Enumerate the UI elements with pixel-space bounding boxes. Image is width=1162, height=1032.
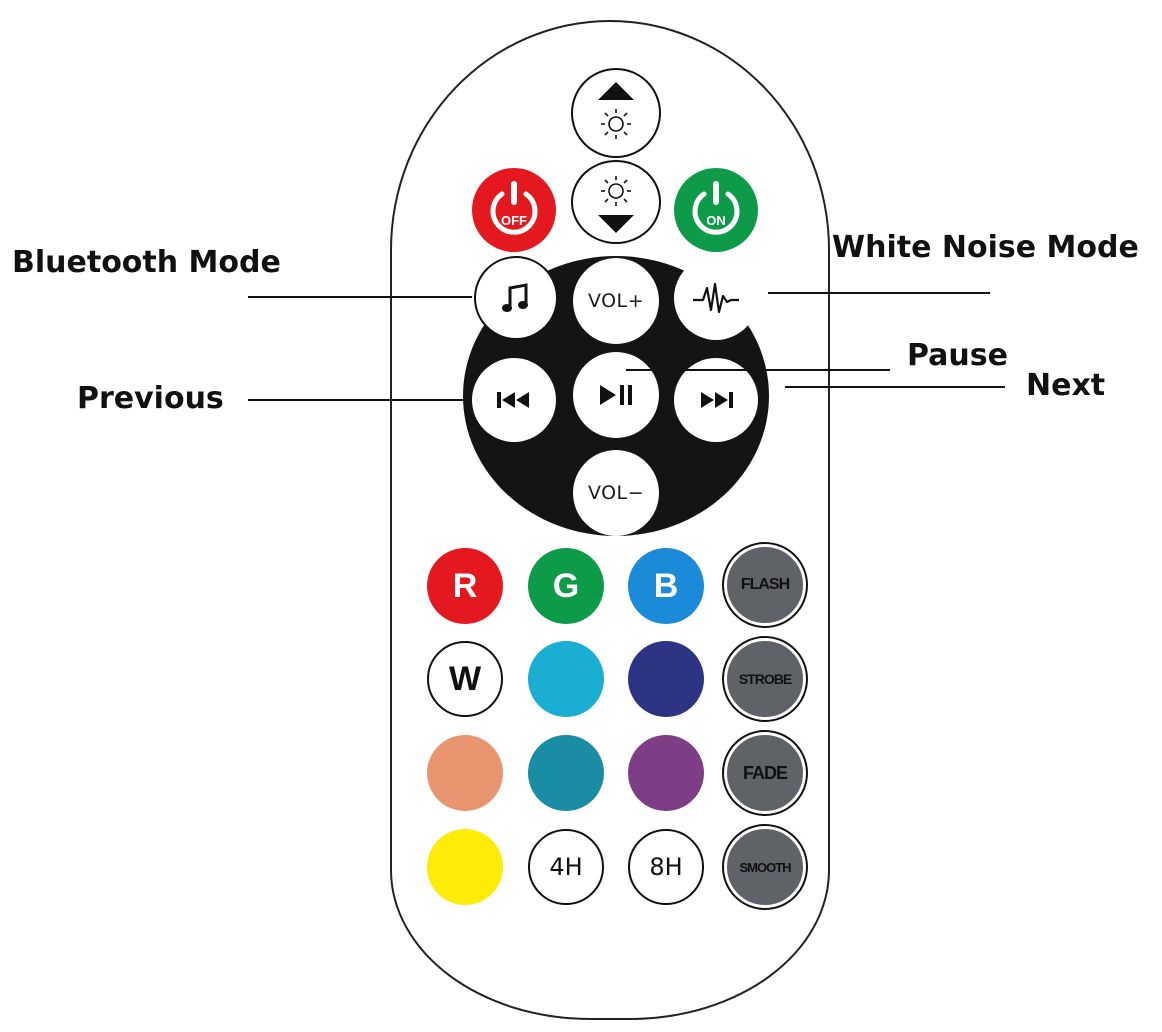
- white-noise-leader-line: [768, 292, 990, 294]
- flash-label: FLASH: [740, 576, 790, 593]
- volume-down-label: VOL−: [587, 482, 645, 504]
- blue-button[interactable]: B: [628, 548, 704, 624]
- power-off-button[interactable]: OFF: [472, 168, 556, 252]
- next-button[interactable]: [674, 358, 758, 442]
- white-noise-mode-callout: White Noise Mode: [832, 230, 1139, 265]
- strobe-label: STROBE: [738, 671, 792, 687]
- white-button[interactable]: W: [427, 641, 503, 717]
- volume-up-label: VOL+: [587, 290, 645, 312]
- cyan-color-button[interactable]: [528, 641, 604, 717]
- power-off-icon: [490, 181, 538, 235]
- play-pause-button[interactable]: [573, 352, 659, 438]
- pause-leader-line: [626, 369, 890, 371]
- green-button[interactable]: G: [528, 548, 604, 624]
- flash-button[interactable]: FLASH: [724, 544, 806, 626]
- bluetooth-leader-line: [248, 296, 472, 298]
- white-noise-mode-button[interactable]: [674, 256, 758, 340]
- timer-8h-button[interactable]: 8H: [628, 829, 704, 905]
- timer-4h-label: 4H: [549, 853, 583, 881]
- fade-button[interactable]: FADE: [724, 732, 806, 814]
- brightness-up-icon: [598, 82, 634, 139]
- orange-color-button[interactable]: [427, 735, 503, 811]
- next-leader-line: [785, 386, 1005, 388]
- next-callout: Next: [1026, 368, 1106, 403]
- previous-callout: Previous: [77, 381, 224, 416]
- music-note-icon: [502, 283, 528, 312]
- bluetooth-mode-button[interactable]: [474, 256, 558, 340]
- previous-button[interactable]: [472, 358, 556, 442]
- volume-up-button[interactable]: VOL+: [573, 258, 659, 344]
- red-label: R: [452, 566, 478, 605]
- red-button[interactable]: R: [427, 548, 503, 624]
- navy-color-button[interactable]: [628, 641, 704, 717]
- fade-label: FADE: [742, 762, 788, 783]
- timer-4h-button[interactable]: 4H: [528, 829, 604, 905]
- power-on-label: ON: [706, 212, 726, 228]
- power-off-label: OFF: [501, 212, 527, 228]
- timer-8h-label: 8H: [649, 853, 683, 881]
- waveform-icon: [693, 282, 739, 314]
- volume-down-button[interactable]: VOL−: [573, 450, 659, 536]
- next-icon: [701, 392, 733, 408]
- green-label: G: [552, 566, 580, 605]
- power-on-button[interactable]: ON: [674, 168, 758, 252]
- play-pause-icon: [600, 385, 632, 405]
- purple-color-button[interactable]: [628, 735, 704, 811]
- smooth-button[interactable]: SMOOTH: [724, 826, 806, 908]
- smooth-label: SMOOTH: [739, 859, 791, 875]
- power-on-icon: [692, 181, 740, 235]
- previous-leader-line: [248, 399, 464, 401]
- blue-label: B: [653, 566, 679, 605]
- pause-callout: Pause: [907, 338, 1008, 373]
- teal-color-button[interactable]: [528, 735, 604, 811]
- brightness-down-button[interactable]: [571, 160, 661, 244]
- yellow-color-button[interactable]: [427, 829, 503, 905]
- brightness-down-icon: [598, 176, 634, 233]
- bluetooth-mode-callout: Bluetooth Mode: [12, 245, 281, 280]
- white-label: W: [448, 659, 482, 698]
- previous-icon: [497, 392, 529, 408]
- brightness-up-button[interactable]: [571, 68, 661, 158]
- strobe-button[interactable]: STROBE: [724, 638, 806, 720]
